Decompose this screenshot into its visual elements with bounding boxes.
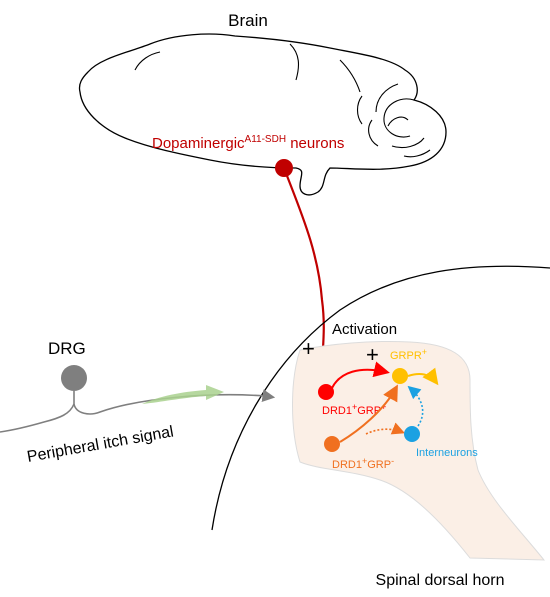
drd1-grp-neg-label-b: GRP (367, 459, 391, 471)
drg-soma (61, 365, 87, 391)
spinal-dorsal-horn-label: Spinal dorsal horn (376, 572, 505, 589)
drd1-grp-neg-to-grpr-arrow (339, 384, 398, 443)
grpr-output-arrow (407, 367, 439, 386)
dopaminergic-label-tail: neurons (286, 135, 344, 152)
brain-outline (78, 33, 447, 196)
drd1-grp-neg-neuron (324, 436, 340, 452)
drd1-grp-neg-label: DRD1+GRP- (332, 456, 394, 471)
peripheral-afferent-distal (0, 403, 75, 433)
interneurons-label: Interneurons (416, 447, 478, 459)
activation-label: Activation (332, 321, 397, 338)
dopaminergic-label-sup: A11-SDH (245, 134, 287, 145)
drd1-grp-neg-label-sup1: + (362, 456, 367, 466)
spinal-cord-outline (211, 265, 550, 531)
plus-sign-right: + (366, 342, 379, 367)
drd1-grp-pos-label-sup1: + (352, 402, 357, 412)
brain-label: Brain (228, 11, 268, 30)
dorsal-horn-region (292, 340, 546, 561)
dopaminergic-label-main: Dopaminergic (152, 135, 245, 152)
plus-sign-left: + (302, 336, 315, 361)
drd1-grp-pos-label-a: DRD1 (322, 405, 352, 417)
grpr-neuron (392, 368, 408, 384)
cerebellum-folds (356, 83, 431, 158)
interneuron (404, 426, 420, 442)
drd1-grp-pos-to-grpr-arrow (331, 361, 390, 389)
drd1-grp-neg-label-a: DRD1 (332, 459, 362, 471)
grpr-label: GRPR+ (390, 347, 427, 362)
drd1-grp-pos-neuron (318, 384, 334, 400)
grpr-label-sup: + (422, 347, 427, 357)
peripheral-itch-label: Peripheral itch signal (26, 423, 175, 466)
drd1-grp-neg-label-sup2: - (391, 456, 394, 466)
drg-label: DRG (48, 339, 86, 358)
itch-signal-arrow (142, 385, 224, 404)
dopaminergic-label: DopaminergicA11-SDH neurons (152, 134, 344, 152)
peripheral-afferent-fiber (73, 389, 276, 415)
grpr-label-main: GRPR (390, 350, 422, 362)
cortex-fold (134, 43, 361, 93)
